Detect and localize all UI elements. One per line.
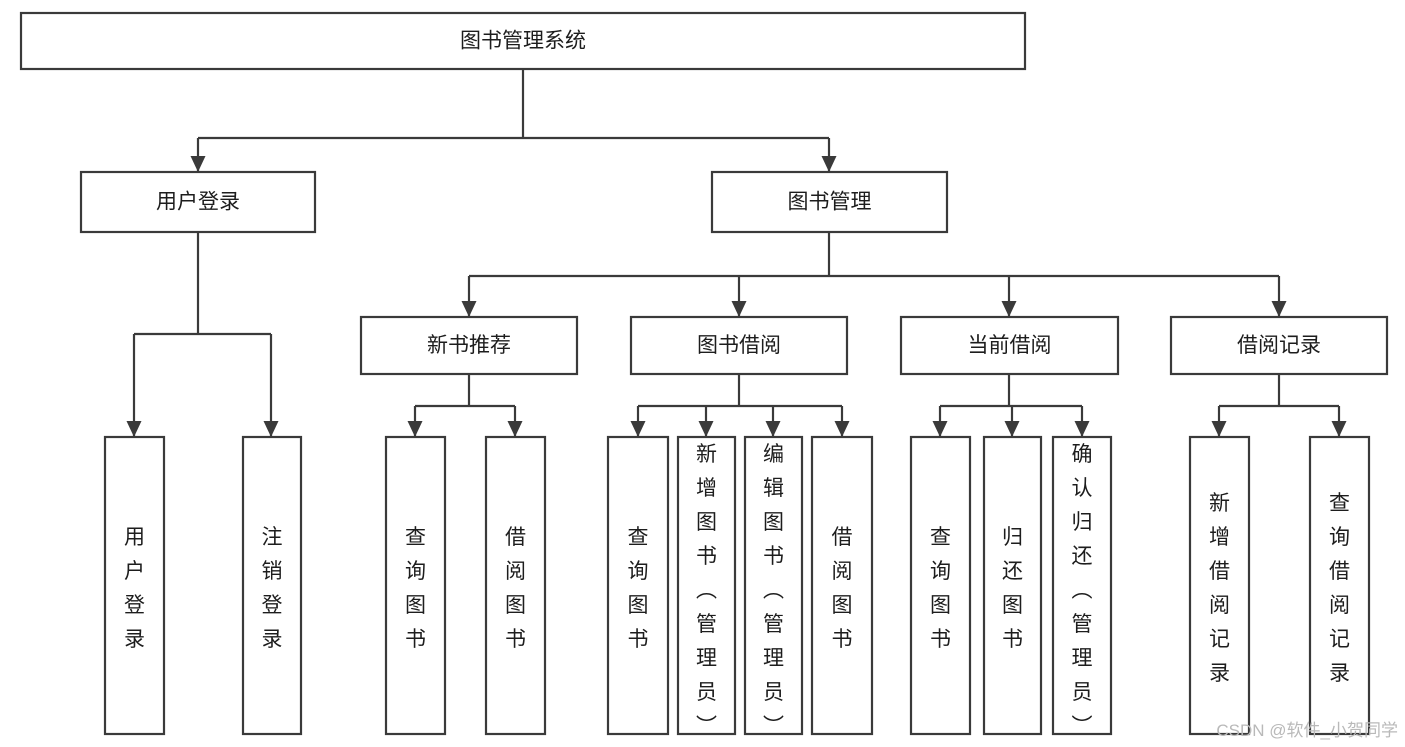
node-label: 查询图书 xyxy=(405,526,426,651)
node-level2-0-用户登录[interactable]: 用户登录 xyxy=(79,170,317,234)
node-box[interactable] xyxy=(1188,435,1251,736)
arrow-head-icon xyxy=(765,421,781,437)
node-label: 图书管理 xyxy=(788,191,872,214)
node-label: 编辑图书︵管理员︶ xyxy=(763,443,784,738)
arrow-head-icon xyxy=(1074,421,1090,437)
node-box[interactable] xyxy=(241,435,303,736)
node-leaf-3-借阅图书[interactable]: 借阅图书 xyxy=(484,435,547,736)
node-leaf-2-查询图书[interactable]: 查询图书 xyxy=(384,435,447,736)
arrow-head-icon xyxy=(1001,301,1017,317)
node-label: 借阅记录 xyxy=(1237,334,1321,357)
node-root-0-图书管理系统[interactable]: 图书管理系统 xyxy=(19,11,1027,71)
arrow-head-icon xyxy=(1331,421,1347,437)
arrow-head-icon xyxy=(1004,421,1020,437)
node-box[interactable] xyxy=(810,435,874,736)
node-label: 图书借阅 xyxy=(697,334,781,357)
node-leaf-10-确认归还管理员[interactable]: 确认归还︵管理员︶ xyxy=(1051,435,1113,738)
node-label: 查询图书 xyxy=(930,526,951,651)
node-box[interactable] xyxy=(899,315,1120,376)
arrow-head-icon xyxy=(126,421,142,437)
arrow-head-icon xyxy=(630,421,646,437)
node-label: 借阅图书 xyxy=(505,526,526,651)
node-box[interactable] xyxy=(103,435,166,736)
node-leaf-5-新增图书管理员[interactable]: 新增图书︵管理员︶ xyxy=(676,435,737,738)
node-box[interactable] xyxy=(909,435,972,736)
node-level3-2-当前借阅[interactable]: 当前借阅 xyxy=(899,315,1120,376)
node-layer: 图书管理系统用户登录图书管理新书推荐图书借阅当前借阅借阅记录用户登录注销登录查询… xyxy=(19,11,1389,738)
node-leaf-4-查询图书[interactable]: 查询图书 xyxy=(606,435,670,736)
node-box[interactable] xyxy=(710,170,949,234)
node-label: 用户登录 xyxy=(124,526,145,651)
arrow-head-icon xyxy=(461,301,477,317)
node-box[interactable] xyxy=(1051,435,1113,736)
node-box[interactable] xyxy=(676,435,737,736)
node-leaf-1-注销登录[interactable]: 注销登录 xyxy=(241,435,303,736)
arrow-head-icon xyxy=(263,421,279,437)
node-box[interactable] xyxy=(629,315,849,376)
node-level3-1-图书借阅[interactable]: 图书借阅 xyxy=(629,315,849,376)
arrow-head-icon xyxy=(507,421,523,437)
node-leaf-12-查询借阅记录[interactable]: 查询借阅记录 xyxy=(1308,435,1371,736)
node-label: 确认归还︵管理员︶ xyxy=(1072,443,1093,738)
node-leaf-9-归还图书[interactable]: 归还图书 xyxy=(982,435,1043,736)
csdn-watermark: CSDN @软件_小贺同学 xyxy=(1216,721,1398,740)
node-label: 新增借阅记录 xyxy=(1209,492,1230,685)
node-box[interactable] xyxy=(1169,315,1389,376)
node-leaf-7-借阅图书[interactable]: 借阅图书 xyxy=(810,435,874,736)
node-label: 查询借阅记录 xyxy=(1329,492,1350,685)
node-leaf-11-新增借阅记录[interactable]: 新增借阅记录 xyxy=(1188,435,1251,736)
node-box[interactable] xyxy=(359,315,579,376)
node-box[interactable] xyxy=(384,435,447,736)
node-level3-0-新书推荐[interactable]: 新书推荐 xyxy=(359,315,579,376)
node-level2-1-图书管理[interactable]: 图书管理 xyxy=(710,170,949,234)
node-label: 新增图书︵管理员︶ xyxy=(696,443,717,738)
node-label: 注销登录 xyxy=(262,526,283,651)
node-leaf-0-用户登录[interactable]: 用户登录 xyxy=(103,435,166,736)
arrow-head-icon xyxy=(834,421,850,437)
node-box[interactable] xyxy=(19,11,1027,71)
node-label: 用户登录 xyxy=(156,191,240,214)
node-label: 查询图书 xyxy=(628,526,649,651)
node-leaf-8-查询图书[interactable]: 查询图书 xyxy=(909,435,972,736)
node-label: 当前借阅 xyxy=(968,334,1052,357)
node-box[interactable] xyxy=(1308,435,1371,736)
node-box[interactable] xyxy=(743,435,804,736)
node-box[interactable] xyxy=(982,435,1043,736)
arrow-head-icon xyxy=(190,156,206,172)
arrow-head-icon xyxy=(932,421,948,437)
node-level3-3-借阅记录[interactable]: 借阅记录 xyxy=(1169,315,1389,376)
arrow-head-icon xyxy=(407,421,423,437)
node-label: 图书管理系统 xyxy=(460,30,586,53)
node-label: 归还图书 xyxy=(1002,526,1023,651)
arrow-head-icon xyxy=(1211,421,1227,437)
node-box[interactable] xyxy=(606,435,670,736)
arrow-head-icon xyxy=(698,421,714,437)
node-box[interactable] xyxy=(484,435,547,736)
node-label: 新书推荐 xyxy=(427,334,511,357)
arrow-head-icon xyxy=(731,301,747,317)
node-label: 借阅图书 xyxy=(832,526,853,651)
node-leaf-6-编辑图书管理员[interactable]: 编辑图书︵管理员︶ xyxy=(743,435,804,738)
node-box[interactable] xyxy=(79,170,317,234)
connector-layer xyxy=(126,69,1347,437)
arrow-head-icon xyxy=(1271,301,1287,317)
arrow-head-icon xyxy=(821,156,837,172)
